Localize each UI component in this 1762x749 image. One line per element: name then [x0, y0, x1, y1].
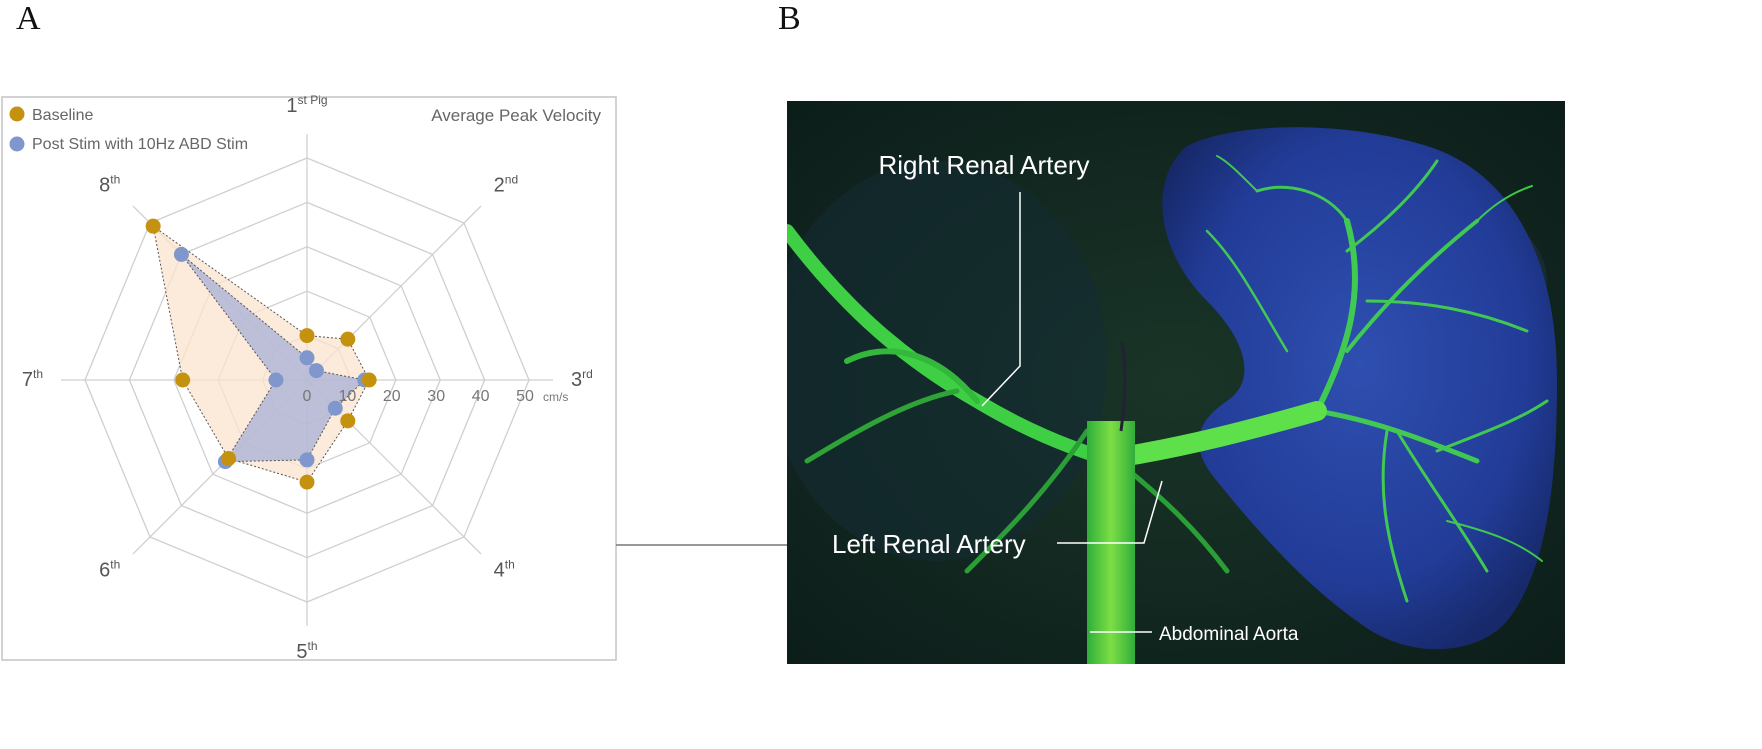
- data-point-baseline: [299, 474, 315, 490]
- category-label: 6th: [99, 558, 120, 582]
- right-renal-artery-label: Right Renal Artery: [879, 150, 1090, 180]
- category-labels: 1st Pig 2nd 3rd 4th 5th 6th 7th 8th: [22, 93, 593, 663]
- data-point-post-stim: [299, 350, 315, 366]
- legend: Baseline Post Stim with 10Hz ABD Stim: [9, 106, 248, 153]
- left-renal-artery-label: Left Renal Artery: [832, 529, 1026, 559]
- angiogram-image: Right Renal Artery Left Renal Artery Abd…: [787, 101, 1565, 664]
- data-point-baseline: [299, 328, 315, 344]
- abdominal-aorta-label: Abdominal Aorta: [1159, 624, 1299, 645]
- legend-swatch-baseline: [9, 106, 25, 122]
- data-point-baseline: [175, 372, 191, 388]
- category-label: 1st Pig: [286, 93, 327, 117]
- left-renal-artery-vessel: [1117, 401, 1327, 466]
- panel-label-b: B: [778, 0, 801, 37]
- legend-label-baseline: Baseline: [32, 107, 93, 124]
- scale-tick-0: 0: [303, 388, 312, 405]
- scale-tick-10: 10: [339, 388, 357, 405]
- legend-label-post-stim: Post Stim with 10Hz ABD Stim: [32, 136, 248, 153]
- category-label: 7th: [22, 367, 43, 391]
- category-label: 4th: [494, 558, 515, 582]
- data-point-post-stim: [173, 246, 189, 262]
- main-arteries: [787, 224, 1327, 574]
- data-point-post-stim: [299, 452, 315, 468]
- scale-tick-labels: 0 10 20 30 40 50 cm/s: [303, 388, 569, 405]
- kidney-shape: [1162, 127, 1557, 650]
- category-label: 5th: [296, 639, 317, 663]
- category-label: 8th: [99, 172, 120, 196]
- category-label: 2nd: [494, 172, 518, 196]
- series-areas: [152, 225, 370, 483]
- renal-vessel-tree: [1205, 155, 1549, 603]
- scale-unit: cm/s: [543, 390, 568, 404]
- radar-chart: 0 10 20 30 40 50 cm/s 1st Pig 2nd 3rd 4th 5th 6th 7t…: [1, 93, 617, 663]
- scale-tick-50: 50: [516, 388, 534, 405]
- legend-swatch-post-stim: [9, 136, 25, 152]
- data-point-baseline: [340, 413, 356, 429]
- data-point-post-stim: [308, 363, 324, 379]
- scale-tick-20: 20: [383, 388, 401, 405]
- scale-tick-30: 30: [427, 388, 445, 405]
- scale-tick-40: 40: [472, 388, 490, 405]
- data-point-baseline: [221, 450, 237, 466]
- series-points: [145, 218, 377, 490]
- data-point-post-stim: [268, 372, 284, 388]
- data-point-post-stim: [327, 400, 343, 416]
- panel-label-a: A: [16, 0, 41, 37]
- data-point-baseline: [340, 331, 356, 347]
- chart-title: Average Peak Velocity: [431, 106, 601, 125]
- category-label: 3rd: [571, 367, 593, 391]
- data-point-baseline: [145, 218, 161, 234]
- label-leaders: [981, 192, 1163, 633]
- data-point-baseline: [361, 372, 377, 388]
